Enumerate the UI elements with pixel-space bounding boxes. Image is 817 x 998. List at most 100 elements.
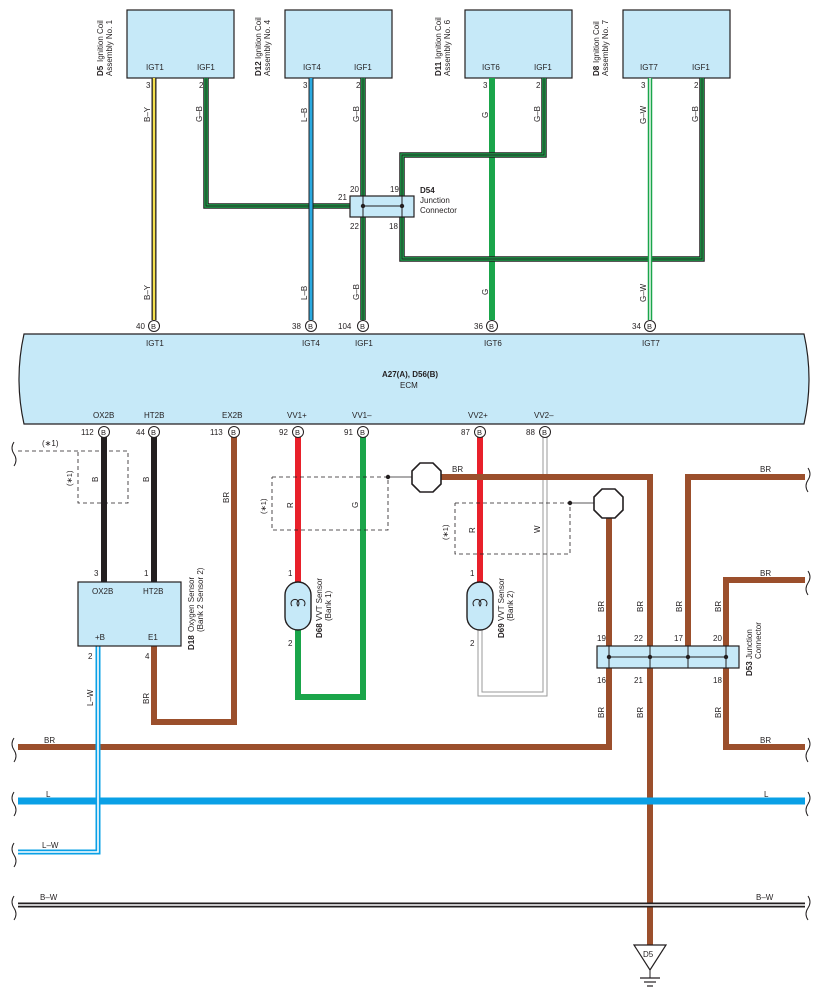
label-c-d53-21: BR [636,707,645,718]
ecm-bot-pin-num-ox2b: 112 [81,428,94,437]
ecm-bot-pin-num-vv1p: 92 [279,428,288,437]
coil-d12: IGT4 IGF1 D12 Ignition Coil Assembly No.… [254,9,393,79]
ecm-top-pin-name-igt6: IGT6 [484,339,502,348]
shield-note-vv2: (∗1) [441,524,450,540]
d69-label2: (Bank 2) [506,590,515,621]
ecm-bot-pin-name-vv1m: VV1– [352,411,372,420]
label-c-igt6-bot: G [481,289,490,295]
label-c-d53-17: BR [675,601,684,612]
d18-num-1: 1 [144,569,149,578]
coil-d11-box [464,9,573,79]
wire-br-shield2 [18,518,612,750]
d53-pin-16: 16 [597,676,606,685]
d54-label1: Junction [420,196,450,205]
label-c-bw-right: B–W [756,893,774,902]
d68-num-1: 1 [288,569,293,578]
label-c-d53-18: BR [714,707,723,718]
coil-d8-pin1-num: 3 [641,81,646,90]
ecm-pin-letter: B [101,428,106,437]
d68-label2: (Bank 1) [324,590,333,621]
coil-d12-pin1-num: 3 [303,81,308,90]
coil-d12-pin2-label: IGF1 [354,63,372,72]
d18-num-3: 3 [94,569,99,578]
label-c-igf1-d11-top: G–B [533,106,542,122]
label-c-d53-16: BR [597,707,606,718]
wire-vv1m [295,432,366,700]
d53-pin-20: 20 [713,634,722,643]
ecm-pin-letter: B [647,322,652,331]
junction-d54: 20 19 21 22 18 D54 Junction Connector [338,185,457,231]
d69-label1: VVT Sensor [497,578,506,621]
ecm-bot-pin-name-vv1p: VV1+ [287,411,307,420]
ecm-top-pin-name-igt4: IGT4 [302,339,320,348]
label-c-vv1m: G [351,502,360,508]
ecm-top-pins: B 40 IGT1 B 38 IGT4 B 104 IGF1 B 36 IGT6… [136,320,660,348]
d54-pin20: 20 [350,185,359,194]
label-c-d53-22: BR [636,601,645,612]
label-c-igt4-top: L–B [300,108,309,122]
ground-id: D5 [643,950,654,959]
d18-num-2: 2 [88,652,93,661]
d53-label1: Junction [745,629,754,659]
wire-br-shield1 [441,474,653,945]
shield-vv1-dashed [271,476,389,531]
d53-id: D53 [745,661,754,676]
label-c-vv2p: R [468,527,477,533]
coil-d5-pin1-num: 3 [146,81,151,90]
d54-pin19: 19 [390,185,399,194]
coil-d5-pin2-label: IGF1 [197,63,215,72]
coil-d8: IGT7 IGF1 D8 Ignition Coil Assembly No. … [592,9,731,79]
coil-d11-pin2-num: 2 [536,81,541,90]
d54-pin18: 18 [389,222,398,231]
ecm-title: A27(A), D56(B) [382,370,438,379]
d54-pin22: 22 [350,222,359,231]
d18-label2: (Bank 2 Sensor 2) [196,567,205,632]
ecm-name: ECM [400,381,418,390]
coil-d12-name2: Assembly No. 4 [263,19,272,76]
ecm-pin-letter: B [308,322,313,331]
shield-vv2-dot [567,500,573,506]
shield-vv1-dot [385,474,391,480]
coil-d8-pin2-label: IGF1 [692,63,710,72]
label-c-l-left: L [46,790,51,799]
ecm-bot-pin-num-vv1m: 91 [344,428,353,437]
d69-coil-icon [472,598,488,607]
d18-num-4: 4 [145,652,150,661]
coil-d5-id: D5 [96,65,105,76]
d68-num-2: 2 [288,639,293,648]
label-c-igt1-top: B–Y [143,106,152,122]
label-c-ex2b: BR [222,492,231,503]
d18-pin-e1: E1 [148,633,158,642]
d18-label1: Oxygen Sensor [187,577,196,632]
ecm-top-pin-name-igt1: IGT1 [146,339,164,348]
coil-d5-name2: Assembly No. 1 [105,19,114,76]
coil-d11-pin1-num: 3 [483,81,488,90]
break-markers-right [805,467,811,921]
label-c-ox2b: B [91,477,100,482]
coil-d8-pin1-label: IGT7 [640,63,658,72]
label-c-vv1p: R [286,502,295,508]
d53-pin-22: 22 [634,634,643,643]
label-c-ht2b: B [142,477,151,482]
coil-d8-pin2-num: 2 [694,81,699,90]
coil-d8-name2: Assembly No. 7 [601,19,610,76]
sensor-d18: OX2B HT2B +B E1 3 1 2 4 D18 Oxygen Senso… [77,567,205,661]
label-c-bw-left: B–W [40,893,58,902]
label-c-igf1-d12-top: G–B [352,106,361,122]
label-c-lw-vert: L–W [86,689,95,706]
label-c-igf1-d5-top: G–B [195,106,204,122]
ecm-bot-pin-name-vv2m: VV2– [534,411,554,420]
label-c-br-right-mid: BR [760,569,771,578]
label-c-igt4-bot: L–B [300,286,309,300]
coil-d11-pin1-label: IGT6 [482,63,500,72]
wire-br-right-mid [723,577,805,646]
d68-id: D68 [315,623,324,638]
d18-id: D18 [187,635,196,650]
ecm-bot-pin-num-ht2b: 44 [136,428,145,437]
ecm-bot-pin-name-ht2b: HT2B [144,411,164,420]
label-c-igt6-top: G [481,112,490,118]
ecm-pin-letter: B [295,428,300,437]
ecm-top-pin-name-igf1: IGF1 [355,339,373,348]
coil-d5: IGT1 IGF1 D5 Ignition Coil Assembly No. … [96,9,235,79]
coil-d12-id: D12 [254,61,263,76]
